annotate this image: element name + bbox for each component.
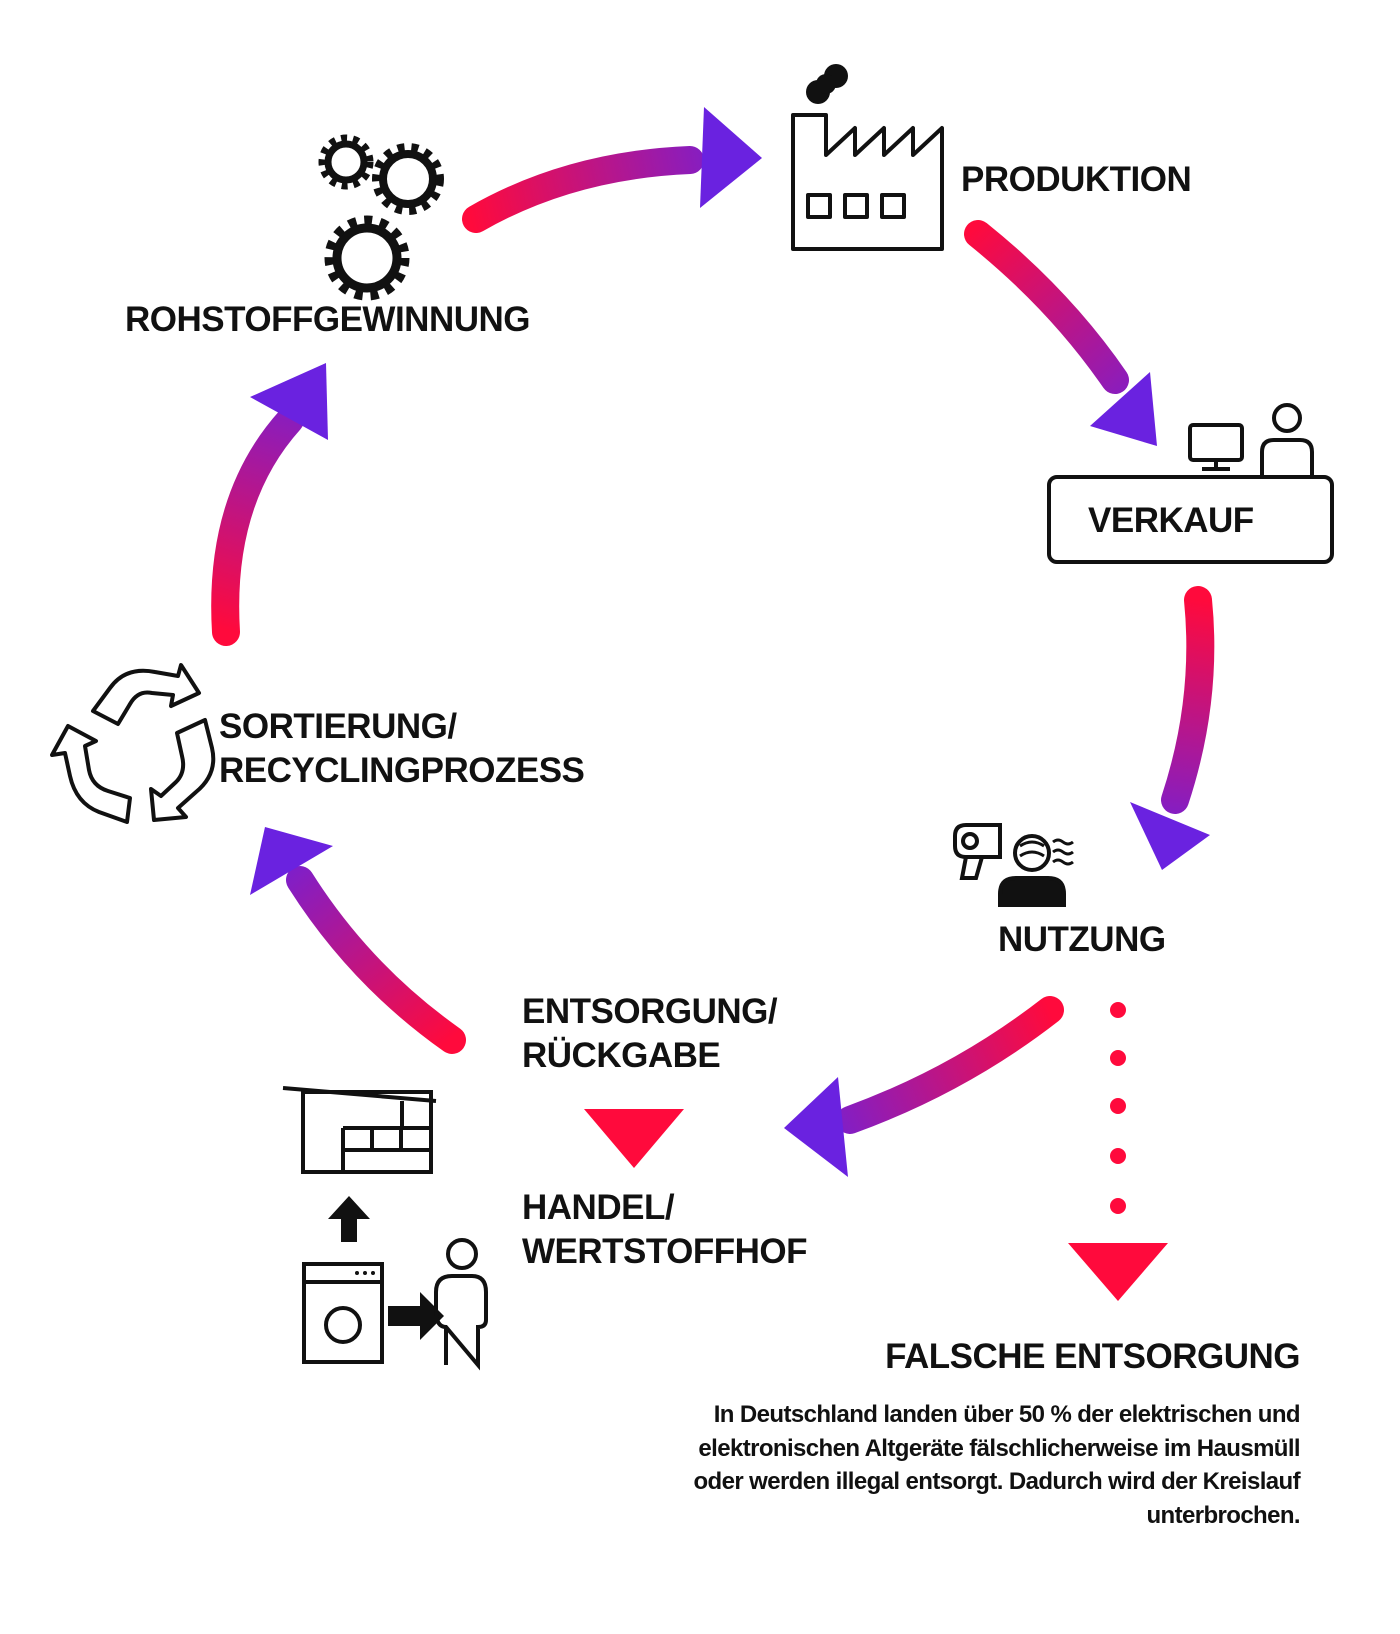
label-sortierung: SORTIERUNG/ RECYCLINGPROZESS	[219, 705, 585, 793]
sales-counter-icon	[1047, 403, 1334, 564]
label-entsorgung-line2: RÜCKGABE	[522, 1035, 721, 1075]
recycling-icon	[50, 663, 216, 824]
label-handel-line2: WERTSTOFFHOF	[522, 1231, 808, 1271]
triangle-down-falsche-entsorgung-icon	[1068, 1243, 1168, 1301]
label-produktion: PRODUKTION	[961, 160, 1192, 199]
label-nutzung: NUTZUNG	[998, 920, 1166, 959]
arrow-entsorgung-to-sortierung	[250, 827, 466, 1054]
triangle-down-entsorgung-icon	[584, 1109, 684, 1168]
arrow-rohstoff-to-produktion	[462, 107, 762, 233]
note-line: elektronischen Altgeräte fälschlicherwei…	[698, 1434, 1300, 1462]
note-line: oder werden illegal entsorgt. Dadurch wi…	[693, 1468, 1300, 1496]
label-verkauf: VERKAUF	[1088, 501, 1254, 540]
hair-dryer-user-icon	[953, 823, 1074, 907]
label-entsorgung-line1: ENTSORGUNG/	[522, 992, 778, 1031]
falsche-entsorgung-title: FALSCHE ENTSORGUNG	[885, 1337, 1300, 1376]
dotted-line-falsche-entsorgung	[1110, 1002, 1126, 1214]
label-handel-line1: HANDEL/	[522, 1188, 675, 1227]
label-rohstoffgewinnung: ROHSTOFFGEWINNUNG	[125, 300, 531, 339]
arrow-verkauf-to-nutzung	[1130, 586, 1215, 870]
label-handel: HANDEL/ WERTSTOFFHOF	[522, 1186, 808, 1274]
arrow-sortierung-to-rohstoff	[211, 363, 328, 646]
arrow-nutzung-to-entsorgung	[784, 996, 1064, 1177]
arrow-produktion-to-verkauf	[964, 220, 1157, 446]
factory-icon	[791, 64, 944, 251]
falsche-entsorgung-text: In Deutschland landen über 50 % der elek…	[693, 1398, 1300, 1532]
note-line: unterbrochen.	[1146, 1501, 1300, 1529]
note-line: In Deutschland landen über 50 % der elek…	[713, 1401, 1301, 1428]
label-sortierung-line1: SORTIERUNG/	[219, 707, 457, 746]
gears-icon	[318, 134, 444, 301]
label-sortierung-line2: RECYCLINGPROZESS	[219, 750, 585, 790]
label-entsorgung: ENTSORGUNG/ RÜCKGABE	[522, 990, 778, 1078]
return-appliance-icon	[282, 1086, 488, 1371]
